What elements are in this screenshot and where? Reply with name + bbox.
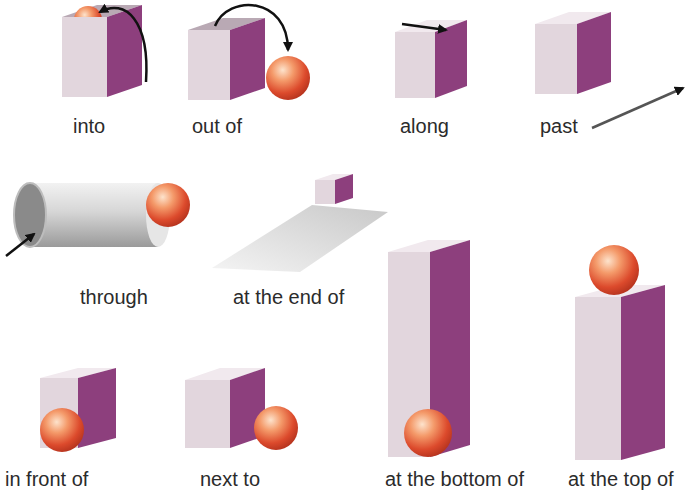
cube-front	[62, 17, 107, 97]
motion-arrow	[592, 88, 683, 128]
preposition-label: out of	[192, 114, 242, 138]
cube-front	[535, 24, 577, 94]
out-of-figure	[188, 5, 310, 100]
ball	[589, 245, 639, 295]
preposition-label: into	[73, 114, 105, 138]
ball	[404, 409, 452, 457]
motion-arrow	[6, 234, 34, 256]
ball	[40, 408, 84, 452]
cube-front	[315, 180, 335, 204]
cube-side	[435, 20, 467, 98]
motion-arrow	[215, 5, 288, 50]
ball	[254, 406, 298, 450]
through-figure	[6, 183, 190, 256]
cube-side	[107, 5, 142, 97]
ball	[146, 183, 190, 227]
cube-front	[395, 32, 435, 98]
next-to-figure	[185, 368, 298, 450]
cube-side	[335, 174, 353, 204]
cube-front	[185, 380, 230, 448]
at-the-end-of-figure	[212, 174, 388, 272]
preposition-label: at the end of	[233, 285, 344, 309]
motion-arrow	[100, 8, 146, 82]
pillar-side	[621, 285, 665, 460]
preposition-label: in front of	[5, 467, 88, 491]
preposition-label: along	[400, 114, 449, 138]
preposition-label: next to	[200, 467, 260, 491]
road-plane	[212, 205, 388, 272]
at-the-bottom-of-figure	[388, 240, 470, 457]
cube-side	[230, 18, 265, 100]
into-figure	[62, 5, 146, 97]
cube-side	[577, 12, 611, 94]
past-figure	[535, 12, 683, 128]
preposition-label: past	[540, 114, 578, 138]
pillar-front	[575, 297, 621, 460]
cube-side	[78, 368, 116, 448]
preposition-label: at the top of	[568, 467, 674, 491]
tube-body	[30, 183, 158, 247]
at-the-top-of-figure	[575, 245, 665, 460]
preposition-label: through	[80, 285, 148, 309]
cube-front	[188, 30, 230, 100]
in-front-of-figure	[40, 368, 116, 452]
preposition-label: at the bottom of	[385, 467, 524, 491]
along-figure	[395, 20, 467, 98]
motion-arrow	[402, 24, 446, 30]
ball	[266, 56, 310, 100]
